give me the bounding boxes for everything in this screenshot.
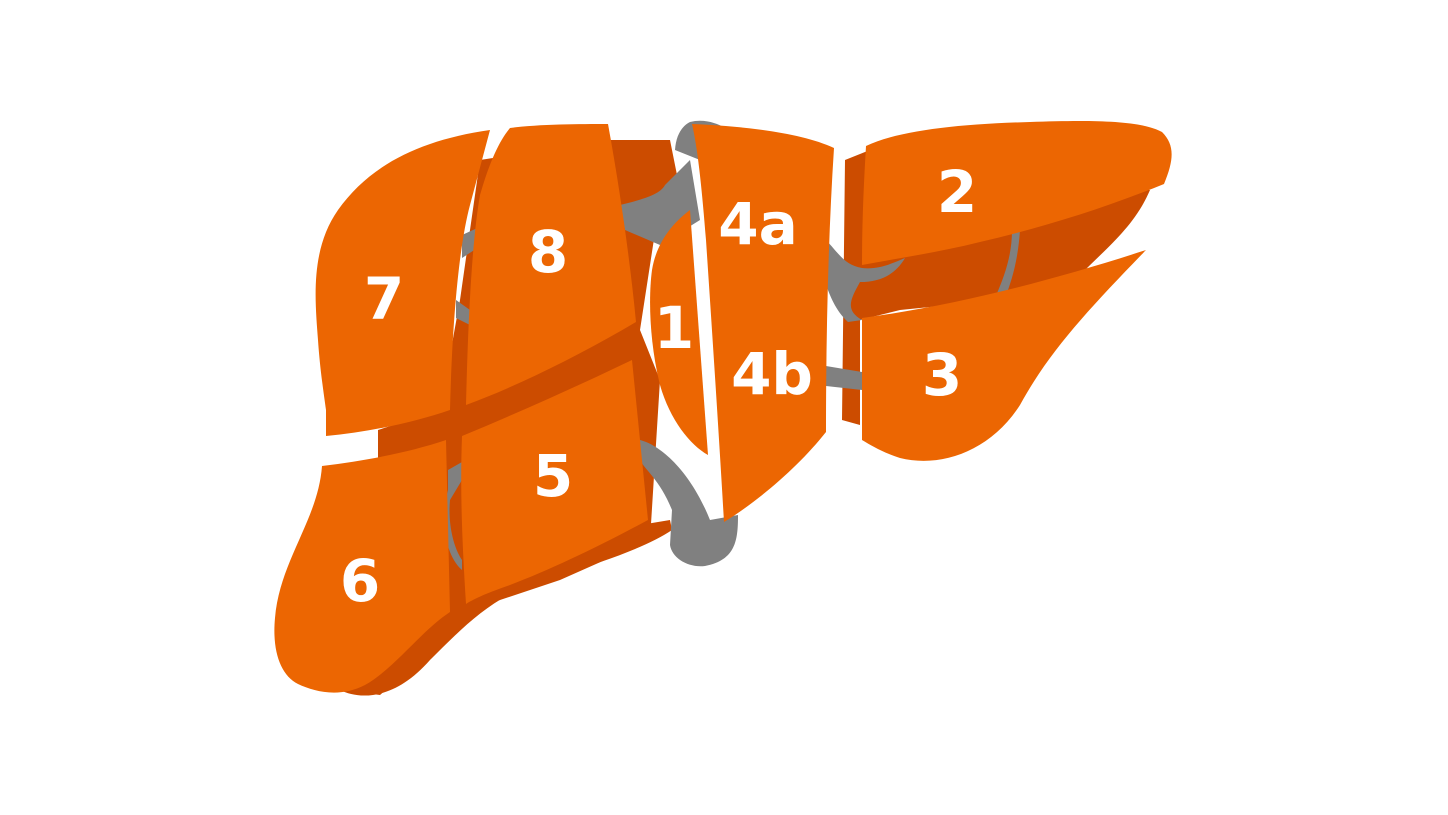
segment-label-5: 5 xyxy=(533,442,573,510)
segment-6 xyxy=(274,440,450,693)
segment-1 xyxy=(650,210,708,455)
segment-label-6: 6 xyxy=(340,547,380,615)
segment-label-4b: 4b xyxy=(731,340,813,408)
ivc-lower xyxy=(640,440,738,567)
segment-4 xyxy=(692,124,834,522)
segment-8 xyxy=(466,124,636,405)
segment-label-7: 7 xyxy=(364,265,404,333)
segment-label-1: 1 xyxy=(654,294,694,362)
segment-3 xyxy=(862,250,1146,461)
segment-label-2: 2 xyxy=(937,158,977,226)
segment-layer xyxy=(274,121,1172,693)
shadow-lower-right xyxy=(340,520,672,696)
segment-label-4a: 4a xyxy=(718,190,798,258)
segment-7 xyxy=(315,130,490,436)
segment-labels: 7 8 1 4a 4b 2 3 5 6 xyxy=(340,158,977,615)
vessel-segment-5 xyxy=(444,462,462,570)
vessel-segment-3 xyxy=(826,366,862,390)
segment-5 xyxy=(461,360,648,604)
portal-vein-right-branch xyxy=(456,300,470,325)
portal-vein-left-branch xyxy=(826,240,905,322)
segment-label-3: 3 xyxy=(922,341,962,409)
segment-2 xyxy=(862,121,1172,266)
segment-label-8: 8 xyxy=(528,218,568,286)
vessel-left-lobe xyxy=(995,230,1020,298)
